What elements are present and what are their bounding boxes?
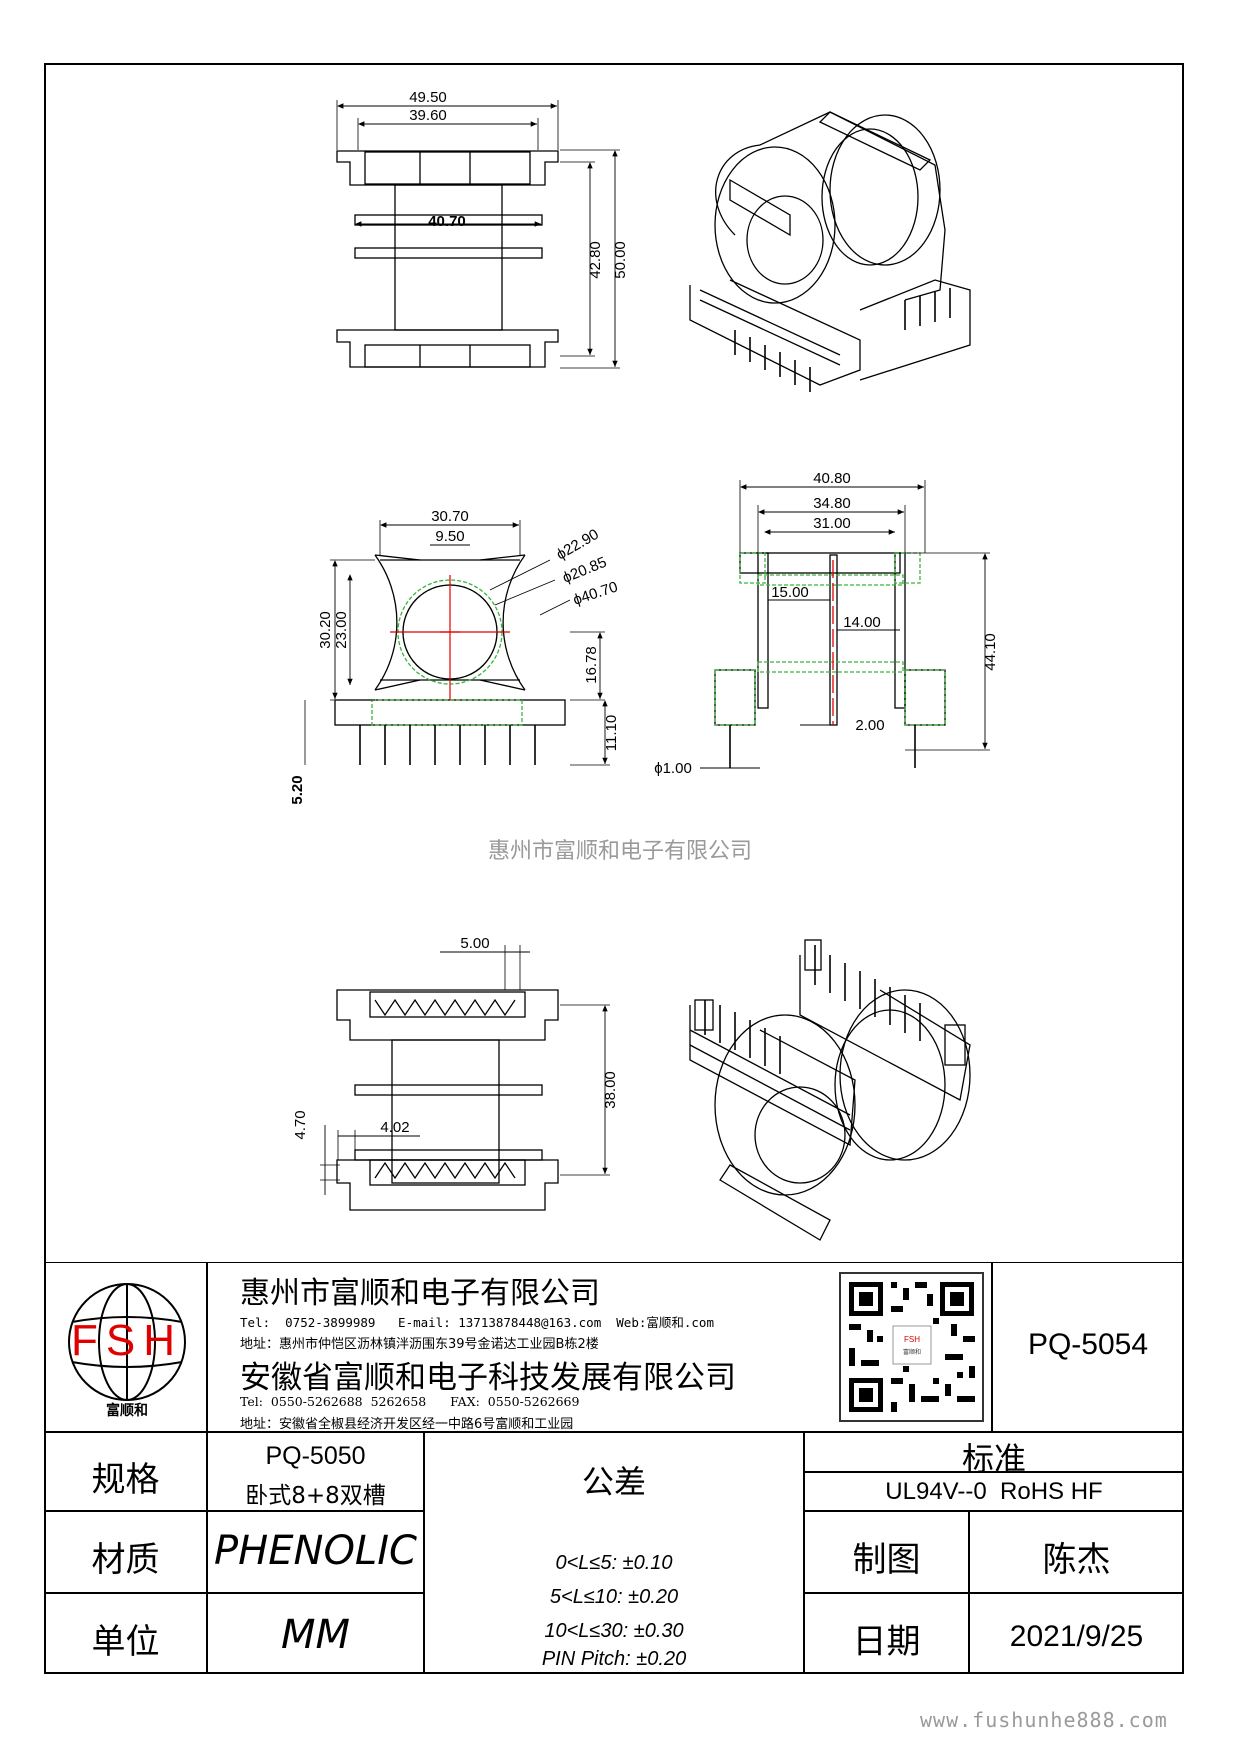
dim-side-w2: 34.80	[813, 495, 851, 512]
dim-front-slot: 9.50	[435, 528, 464, 545]
tolerance-pin-pitch: PIN Pitch: ±0.20	[541, 1648, 687, 1670]
drawing-canvas: 49.50 39.60 40.70 42.80 50.00	[289, 89, 999, 1241]
dim-front-v1: 16.78	[583, 646, 600, 684]
drawn-by-value: 陈杰	[1042, 1540, 1111, 1580]
company1-address: 地址：惠州市仲恺区沥林镇泮沥围东39号金诺达工业园B栋2楼	[240, 1337, 599, 1352]
top-view	[336, 100, 620, 369]
tolerance-1: 0<L≤5: ±0.10	[555, 1552, 673, 1574]
part-number: PQ-5054	[1027, 1328, 1149, 1361]
dim-front-width: 30.70	[431, 508, 469, 525]
tolerance-3: 10<L≤30: ±0.30	[544, 1620, 684, 1642]
date-value: 2021/9/25	[1009, 1620, 1144, 1653]
unit-value: MM	[280, 1612, 351, 1658]
dim-bottom-pitch: 5.00	[460, 935, 489, 952]
isometric-view-bottom	[689, 939, 971, 1241]
dim-top-inner-width: 39.60	[409, 107, 447, 124]
company1-name: 惠州市富顺和电子有限公司	[240, 1276, 600, 1311]
side-view	[700, 480, 990, 769]
watermark-url: www.fushunhe888.com	[920, 1708, 1168, 1732]
standard-label: 标准	[961, 1440, 1026, 1478]
dim-top-height1: 42.80	[587, 241, 604, 279]
dim-bottom-v: 4.70	[292, 1110, 309, 1139]
title-block-grid	[44, 1262, 1184, 1674]
logo-caption: 富顺和	[106, 1403, 148, 1419]
logo: FSH 富顺和	[52, 1274, 202, 1424]
unit-label: 单位	[91, 1622, 160, 1662]
dim-top-width: 49.50	[409, 89, 447, 106]
svg-text:富顺和: 富顺和	[903, 1348, 921, 1356]
front-view	[304, 520, 610, 766]
spec-value-type: 卧式8+8双槽	[245, 1483, 386, 1509]
svg-text:FSH: FSH	[904, 1335, 920, 1344]
dim-side-h: 44.10	[982, 633, 999, 671]
standard-value: UL94V--0 RoHS HF	[885, 1478, 1103, 1505]
company2-address: 地址：安徽省全椒县经济开发区经一中路6号富顺和工业园	[240, 1417, 574, 1432]
spec-label: 规格	[91, 1460, 160, 1500]
material-label: 材质	[91, 1540, 160, 1580]
dim-front-h2: 23.00	[333, 611, 350, 649]
company1-contact: Tel: 0752-3899989 E-mail: 13713878448@16…	[240, 1315, 714, 1330]
company2-contact: Tel: 0550-5262688 5262658 FAX: 0550-5262…	[240, 1394, 580, 1409]
tolerance-2: 5<L≤10: ±0.20	[549, 1586, 679, 1608]
qr-code-icon: FSH 富顺和	[849, 1282, 975, 1412]
dim-side-w1: 40.80	[813, 470, 851, 487]
material-value: PHENOLIC	[214, 1528, 417, 1574]
tolerance-label: 公差	[581, 1463, 646, 1501]
company2-name: 安徽省富顺和电子科技发展有限公司	[240, 1360, 736, 1396]
dim-top-height2: 50.00	[612, 241, 629, 279]
dim-bottom-h: 4.02	[380, 1119, 409, 1136]
qr-code[interactable]: FSH 富顺和	[839, 1272, 984, 1422]
dim-front-pin: 5.20	[289, 775, 306, 804]
logo-text: FSH	[71, 1316, 183, 1365]
dim-side-b: 14.00	[843, 614, 881, 631]
dim-side-a: 15.00	[771, 584, 809, 601]
bottom-view	[320, 945, 610, 1211]
dim-front-d3: ϕ40.70	[571, 578, 620, 608]
title-block: FSH 富顺和 惠州市富顺和电子有限公司 Tel: 0752-3899989 E…	[44, 1262, 1184, 1674]
dim-bottom-span: 38.00	[602, 1071, 619, 1109]
watermark-company: 惠州市富顺和电子有限公司	[488, 838, 752, 863]
spec-value-model: PQ-5050	[265, 1442, 366, 1470]
dim-side-w3: 31.00	[813, 515, 851, 532]
dim-front-h1: 30.20	[317, 611, 334, 649]
dim-top-bobbin-width: 40.70	[428, 213, 466, 230]
isometric-view-top	[689, 111, 971, 392]
dim-front-v2: 11.10	[603, 715, 620, 751]
date-label: 日期	[852, 1622, 921, 1662]
globe-icon	[68, 1283, 186, 1401]
drawn-by-label: 制图	[852, 1540, 921, 1580]
dim-side-pin-d: ϕ1.00	[654, 760, 692, 777]
dim-side-c: 2.00	[855, 717, 884, 734]
